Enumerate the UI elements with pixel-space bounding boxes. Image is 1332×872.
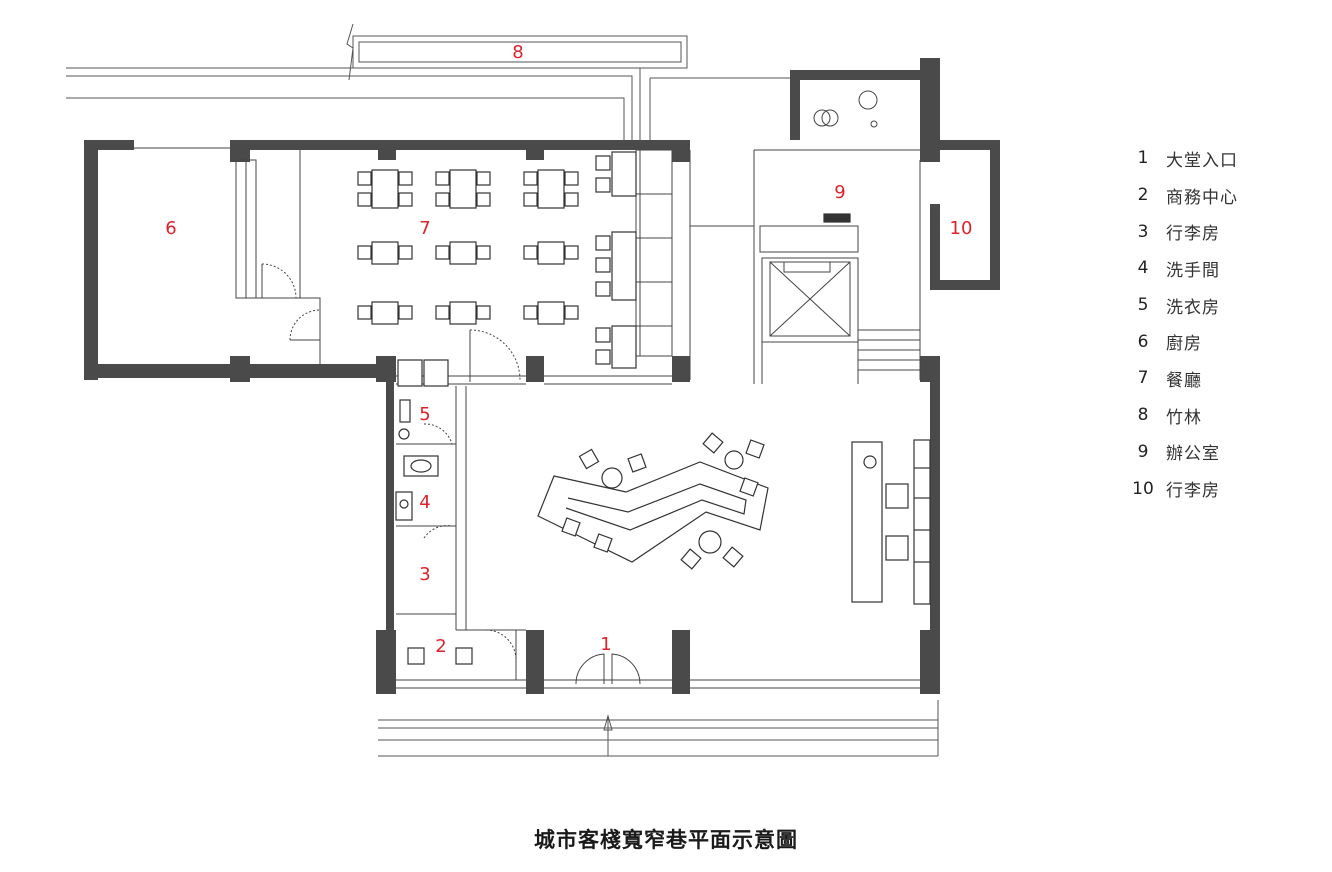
room-label-1: 1 xyxy=(600,634,611,655)
dining-tables xyxy=(371,169,565,325)
walls xyxy=(84,58,1000,694)
legend-number: 4 xyxy=(1137,258,1149,279)
room-label-6: 6 xyxy=(165,218,176,239)
legend-room-name: 行李房 xyxy=(1166,481,1220,502)
legend-room-name: 辦公室 xyxy=(1166,444,1220,465)
service-fixtures xyxy=(395,213,851,665)
room-label-2: 2 xyxy=(435,636,446,657)
legend-number: 1 xyxy=(1137,148,1149,169)
room-label-9: 9 xyxy=(834,182,845,203)
room-legend: 1 大堂入口 2 商務中心 3 行李房 4 洗手間 5 洗衣房 6 廚房 7 餐… xyxy=(1120,140,1310,507)
legend-item: 9 辦公室 xyxy=(1120,434,1310,471)
room-label-3: 3 xyxy=(419,564,430,585)
legend-number: 9 xyxy=(1137,441,1149,462)
legend-number: 7 xyxy=(1137,368,1149,389)
legend-number: 3 xyxy=(1137,221,1149,242)
legend-number: 5 xyxy=(1137,295,1149,316)
legend-item: 4 洗手間 xyxy=(1120,250,1310,287)
legend-number: 6 xyxy=(1137,331,1149,352)
legend-room-name: 餐廳 xyxy=(1166,370,1202,391)
partitions xyxy=(134,90,921,689)
legend-room-name: 洗衣房 xyxy=(1166,297,1220,318)
lobby-bench xyxy=(851,439,931,605)
legend-room-name: 竹林 xyxy=(1166,407,1202,428)
dining-chairs xyxy=(357,151,637,369)
reception-desk xyxy=(537,432,769,570)
site-lines xyxy=(66,23,939,757)
room-labels: 1 2 3 4 5 6 7 8 9 10 xyxy=(165,42,972,657)
legend-room-name: 廚房 xyxy=(1166,334,1202,355)
legend-item: 3 行李房 xyxy=(1120,213,1310,250)
room-label-10: 10 xyxy=(950,218,973,239)
room-label-4: 4 xyxy=(419,492,430,513)
legend-number: 2 xyxy=(1137,185,1149,206)
legend-number: 10 xyxy=(1132,478,1154,499)
room-label-8: 8 xyxy=(512,42,523,63)
legend-room-name: 大堂入口 xyxy=(1166,150,1238,171)
plan-caption: 城市客棧寬窄巷平面示意圖 xyxy=(534,828,798,852)
legend-item: 8 竹林 xyxy=(1120,397,1310,434)
legend-item: 5 洗衣房 xyxy=(1120,287,1310,324)
legend-number: 8 xyxy=(1137,405,1149,426)
legend-item: 10 行李房 xyxy=(1120,470,1310,507)
legend-item: 6 廚房 xyxy=(1120,323,1310,360)
legend-item: 1 大堂入口 xyxy=(1120,140,1310,177)
legend-room-name: 洗手間 xyxy=(1166,260,1220,281)
room-label-7: 7 xyxy=(419,218,430,239)
legend-room-name: 行李房 xyxy=(1166,224,1220,245)
legend-item: 7 餐廳 xyxy=(1120,360,1310,397)
legend-room-name: 商務中心 xyxy=(1166,187,1238,208)
legend-item: 2 商務中心 xyxy=(1120,177,1310,214)
room-label-5: 5 xyxy=(419,404,430,425)
